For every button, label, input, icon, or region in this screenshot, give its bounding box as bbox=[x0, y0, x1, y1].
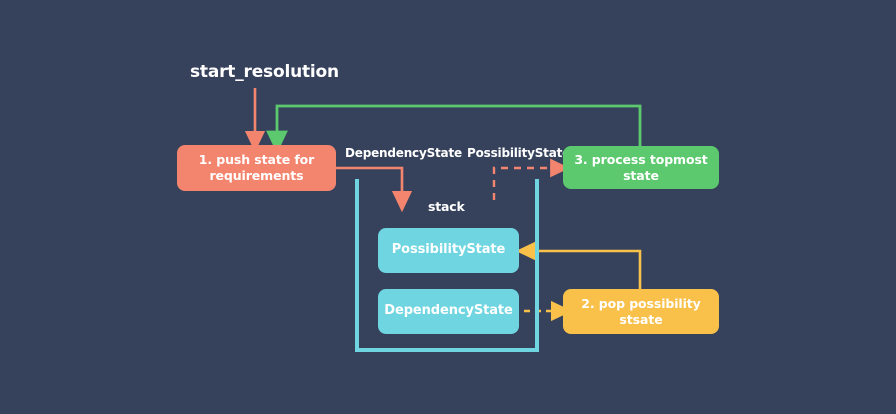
node-process-topmost-state[interactable]: 3. process topmost state bbox=[563, 146, 719, 189]
node-push-state[interactable]: 1. push state for requirements bbox=[177, 145, 336, 191]
stack-container bbox=[355, 179, 539, 352]
page-title: start_resolution bbox=[190, 62, 339, 82]
stack-item-possibility-state-label: PossibilityState bbox=[391, 242, 506, 258]
node-pop-possibility-state[interactable]: 2. pop possibility stsate bbox=[563, 289, 719, 334]
node-pop-possibility-state-label: 2. pop possibility stsate bbox=[581, 295, 701, 327]
node-push-state-line1: 1. push state for bbox=[198, 152, 315, 168]
stack-item-dependency-state[interactable]: DependencyState bbox=[378, 289, 519, 334]
edge-process-to-push bbox=[266, 104, 642, 154]
edge-label-dependency-state: DependencyState bbox=[345, 146, 462, 160]
edge-push-to-stack bbox=[336, 166, 413, 213]
edge-stack-to-process bbox=[492, 158, 570, 200]
edge-label-possibility-state: PossibilityState bbox=[467, 146, 571, 160]
stack-item-possibility-state[interactable]: PossibilityState bbox=[378, 228, 519, 273]
edge-pop-to-possibility bbox=[515, 240, 642, 289]
node-push-state-line2: requirements bbox=[209, 168, 304, 183]
node-process-topmost-state-label: 3. process topmost state bbox=[574, 151, 708, 183]
stack-item-dependency-state-label: DependencyState bbox=[384, 303, 513, 319]
stack-title-label: stack bbox=[428, 199, 465, 214]
